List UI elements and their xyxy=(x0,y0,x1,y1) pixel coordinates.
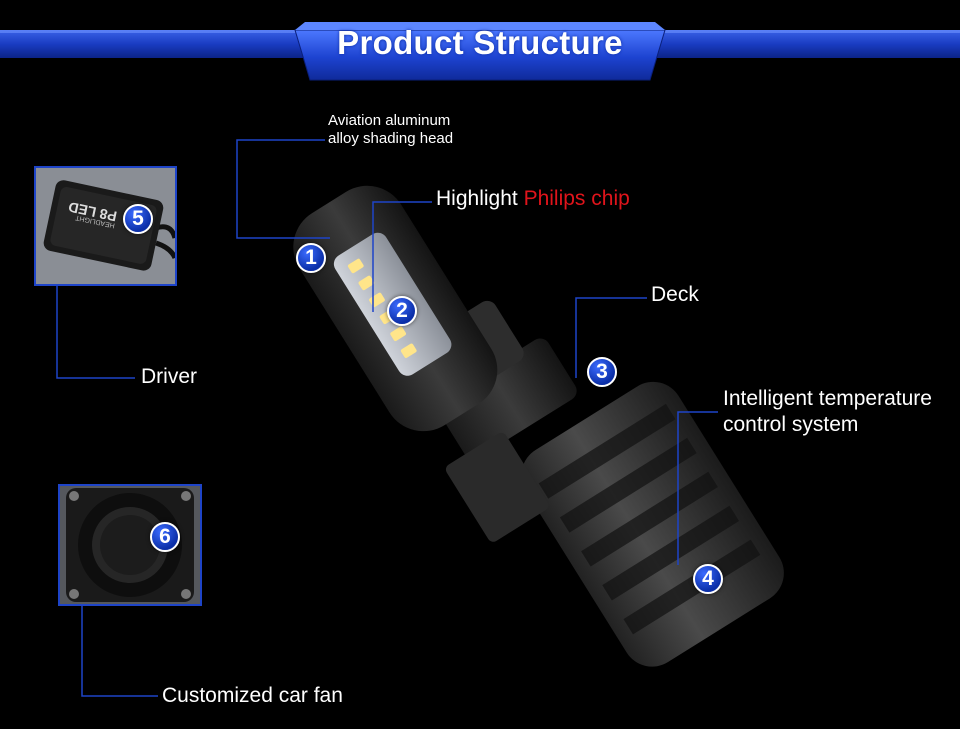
page-title: Product Structure xyxy=(337,24,623,61)
callout-1-badge: 1 xyxy=(296,243,326,273)
callout-4-label: Intelligent temperature control system xyxy=(723,387,932,436)
callout-1-label: Aviation aluminum alloy shading head xyxy=(328,112,454,147)
callout-5-badge: 5 xyxy=(123,204,153,234)
driver-module-image: P8 LED HEADLIGHT xyxy=(36,168,175,284)
callout-6-label: Customized car fan xyxy=(162,684,343,707)
driver-thumbnail: P8 LED HEADLIGHT xyxy=(34,166,177,286)
callout-6-badge: 6 xyxy=(150,522,180,552)
callout-3-badge: 3 xyxy=(587,357,617,387)
callout-2-badge: 2 xyxy=(387,296,417,326)
callout-2-label: Highlight Philips chip xyxy=(436,187,630,210)
callout-4-badge: 4 xyxy=(693,564,723,594)
callout-5-label: Driver xyxy=(141,365,197,388)
fan-image xyxy=(60,486,200,604)
header-banner xyxy=(0,22,960,81)
callout-3-label: Deck xyxy=(651,283,699,306)
fan-thumbnail xyxy=(58,484,202,606)
